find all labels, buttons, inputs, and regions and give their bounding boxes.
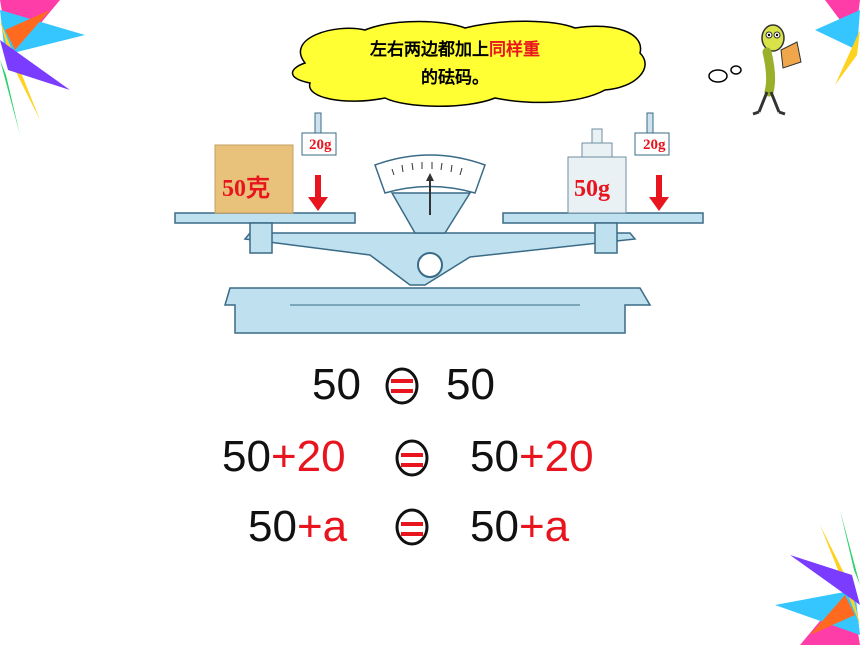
speech-bubble	[291, 20, 742, 107]
speech-bubble-text: 左右两边都加上同样重 的砝码。	[330, 36, 580, 92]
equals-circle-icon-1	[385, 367, 419, 405]
bubble-line2: 的砝码。	[421, 68, 489, 88]
right-small-weight-label: 20g	[643, 137, 666, 153]
equation-row-2: 50+20	[222, 432, 346, 482]
left-down-arrow-icon	[308, 175, 328, 211]
equals-circle-icon-3	[395, 508, 429, 546]
left-small-weight-label: 20g	[309, 137, 332, 153]
right-container	[567, 156, 627, 214]
balance-scale	[174, 112, 704, 334]
left-pan	[174, 212, 356, 224]
equation-row-3-right: 50+a	[470, 502, 569, 552]
eq3-right: 50	[470, 502, 519, 551]
eq2-left: 50	[222, 432, 271, 481]
left-block	[214, 144, 294, 214]
equation-row-1: 50	[312, 360, 361, 410]
equation-row-1-right: 50	[446, 360, 495, 410]
bubble-highlight: 同样重	[489, 40, 540, 60]
right-pan	[502, 212, 704, 224]
left-block-label: 50克	[222, 176, 270, 202]
bubble-line1: 左右两边都加上	[370, 40, 489, 60]
eq3-left-add: +a	[296, 502, 348, 551]
eq3-left: 50	[248, 502, 297, 551]
eq1-left: 50	[312, 360, 361, 409]
cartoon-character-icon	[752, 24, 802, 116]
right-weight-label: 50g	[574, 176, 610, 202]
eq1-right: 50	[446, 360, 495, 409]
eq2-right: 50	[470, 432, 519, 481]
equals-circle-icon-2	[395, 439, 429, 477]
equation-row-3: 50+a	[248, 502, 347, 552]
eq2-right-add: +20	[518, 432, 594, 481]
eq2-left-add: +20	[270, 432, 346, 481]
equation-row-2-right: 50+20	[470, 432, 594, 482]
eq3-right-add: +a	[518, 502, 570, 551]
decor-star-bottom-right	[775, 510, 860, 645]
scale-base	[223, 287, 652, 334]
decor-star-top-left	[0, 0, 85, 135]
right-down-arrow-icon	[649, 175, 669, 211]
decor-star-top-right	[815, 0, 860, 85]
